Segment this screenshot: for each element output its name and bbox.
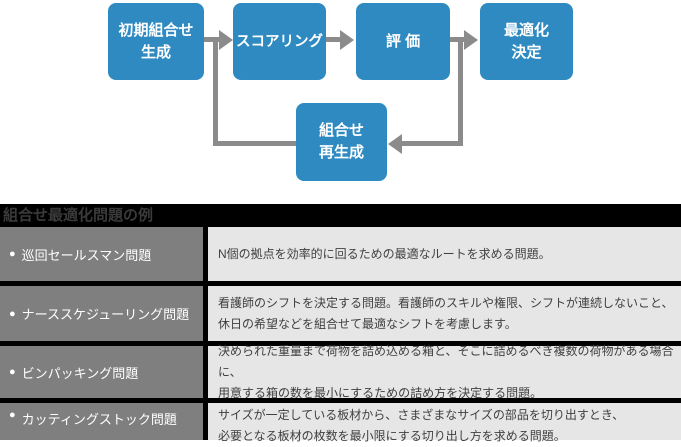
row-label-text: 巡回セールスマン問題 (21, 247, 152, 263)
table-row: ● カッティングストック問題 サイズが一定している板材から、さまざまなサイズの部… (0, 403, 681, 443)
description-line: 休日の希望などを組合せて最適なシフトを考慮します。 (218, 316, 517, 331)
row-description: 決められた重量まで荷物を詰め込める箱と、そこに詰めるべき複数の荷物がある場合に、… (208, 344, 681, 400)
description-line: サイズが一定している板材から、さまざまなサイズの部品を切り出すとき、 (218, 408, 625, 422)
row-label-text: ナーススケジューリング問題 (21, 307, 190, 322)
table-row: ● ビンパッキング問題 決められた重量まで荷物を詰め込める箱と、そこに詰めるべき… (0, 344, 681, 400)
flow-box-label: 最適化 (503, 21, 549, 39)
optimization-flow-diagram: 初期組合せ 生成 スコアリング 評 価 最適化 決定 組合せ 再生成 (0, 0, 681, 204)
description-line: N個の拠点を効率的に回るための最適なルートを求める問題。 (218, 246, 551, 261)
arrow-head-left-icon (388, 133, 402, 154)
flow-box-label: 決定 (511, 43, 542, 61)
flow-box-label: 初期組合せ (118, 21, 194, 39)
feedback-line-left-vertical (213, 40, 218, 146)
row-label-bin-packing: ● ビンパッキング問題 (0, 346, 203, 398)
bullet-icon: ● (9, 366, 16, 378)
arrow-head-right-icon (219, 29, 233, 50)
flow-box-label: スコアリング (236, 33, 323, 50)
row-description: サイズが一定している板材から、さまざまなサイズの部品を切り出すとき、 必要となる… (208, 403, 681, 443)
flow-box-label: 生成 (140, 43, 171, 61)
flow-box-scoring: スコアリング (233, 3, 326, 80)
row-label-cutting-stock: ● カッティングストック問題 (0, 403, 203, 440)
arrow-head-right-icon (340, 29, 354, 50)
feedback-line-right-horizontal (402, 141, 463, 146)
table-title: 組合せ最適化問題の例 (0, 204, 681, 227)
arrow-line-generation-to-scoring (204, 37, 220, 42)
table-row: ● ナーススケジューリング問題 看護師のシフトを決定する問題。看護師のスキルや権… (0, 286, 681, 341)
description-line: 決められた重量まで荷物を詰め込める箱と、そこに詰めるべき複数の荷物がある場合に、 (218, 343, 674, 379)
feedback-line-right-vertical (458, 40, 463, 146)
table-row: ● 巡回セールスマン問題 N個の拠点を効率的に回るための最適なルートを求める問題… (0, 227, 681, 281)
flow-box-optimization-decision: 最適化 決定 (480, 3, 573, 80)
bullet-icon: ● (9, 307, 16, 320)
flow-box-label: 再生成 (318, 144, 364, 161)
arrow-head-right-icon (464, 29, 478, 50)
bullet-icon: ● (9, 248, 16, 260)
flow-box-initial-combination-generation: 初期組合せ 生成 (108, 3, 204, 80)
row-label-text: カッティングストック問題 (21, 412, 177, 427)
flow-box-label: 評 価 (385, 32, 421, 50)
bullet-icon: ● (9, 409, 16, 421)
optimization-examples-table: 組合せ最適化問題の例 ● 巡回セールスマン問題 N個の拠点を効率的に回るための最… (0, 204, 681, 443)
arrow-line-scoring-to-evaluation (326, 37, 341, 42)
flow-box-label: 組合せ (318, 122, 364, 139)
flow-box-evaluation: 評 価 (356, 3, 450, 80)
description-line: 必要となる板材の枚数を最小限にする切り出し方を求める問題。 (218, 429, 566, 443)
row-label-text: ビンパッキング問題 (21, 365, 139, 381)
description-line: 看護師のシフトを決定する問題。看護師のスキルや権限、シフトが連続しないこと、 (218, 295, 674, 310)
row-description: N個の拠点を効率的に回るための最適なルートを求める問題。 (208, 227, 681, 281)
description-line: 用意する箱の数を最小にするための詰め方を決定する問題。 (218, 385, 543, 400)
arrow-line-evaluation-to-decision (450, 37, 465, 42)
row-label-traveling-salesman: ● 巡回セールスマン問題 (0, 227, 203, 281)
row-description: 看護師のシフトを決定する問題。看護師のスキルや権限、シフトが連続しないこと、 休… (208, 286, 681, 341)
flow-box-combination-regeneration: 組合せ 再生成 (296, 103, 387, 181)
row-label-nurse-scheduling: ● ナーススケジューリング問題 (0, 286, 203, 341)
feedback-line-left-horizontal (213, 141, 296, 146)
